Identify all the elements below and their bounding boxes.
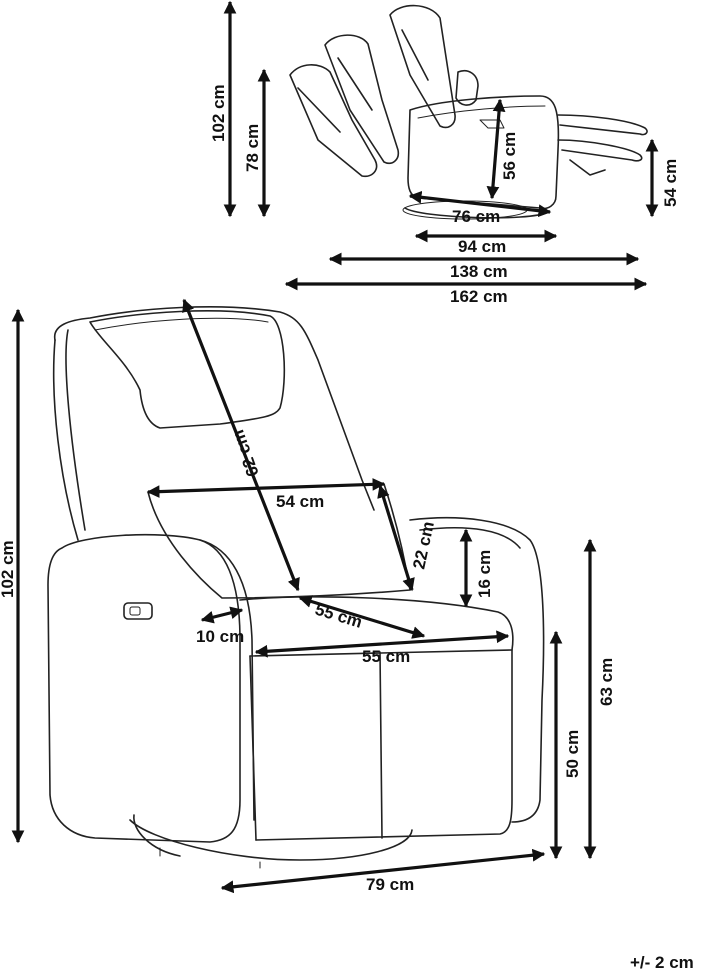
seat-depth-label: 55 cm	[313, 600, 365, 632]
side-seat-height-label: 56 cm	[500, 132, 519, 180]
side-max-length-label: 162 cm	[450, 287, 508, 306]
side-base-depth-label: 76 cm	[452, 207, 500, 226]
side-total-height-label: 102 cm	[209, 84, 228, 142]
cushion-height-label: 22 cm	[409, 520, 438, 571]
side-view-chair	[289, 4, 648, 220]
armrest-above-seat-label: 16 cm	[475, 550, 494, 598]
seat-width-label: 55 cm	[362, 647, 410, 666]
side-seat-depth-label: 94 cm	[458, 237, 506, 256]
side-footrest-height-label: 54 cm	[661, 159, 680, 207]
side-reclined-length-label: 138 cm	[450, 262, 508, 281]
front-total-height-label: 102 cm	[0, 540, 17, 598]
seat-height-label: 50 cm	[563, 730, 582, 778]
total-width-label: 79 cm	[366, 875, 414, 894]
armrest-width-label: 10 cm	[196, 627, 244, 646]
tolerance-note: +/- 2 cm	[630, 953, 694, 972]
armrest-height-label: 63 cm	[597, 658, 616, 706]
back-height-label: 62 cm	[228, 427, 262, 479]
side-back-height-label: 78 cm	[243, 124, 262, 172]
cushion-width-label: 54 cm	[276, 492, 324, 511]
